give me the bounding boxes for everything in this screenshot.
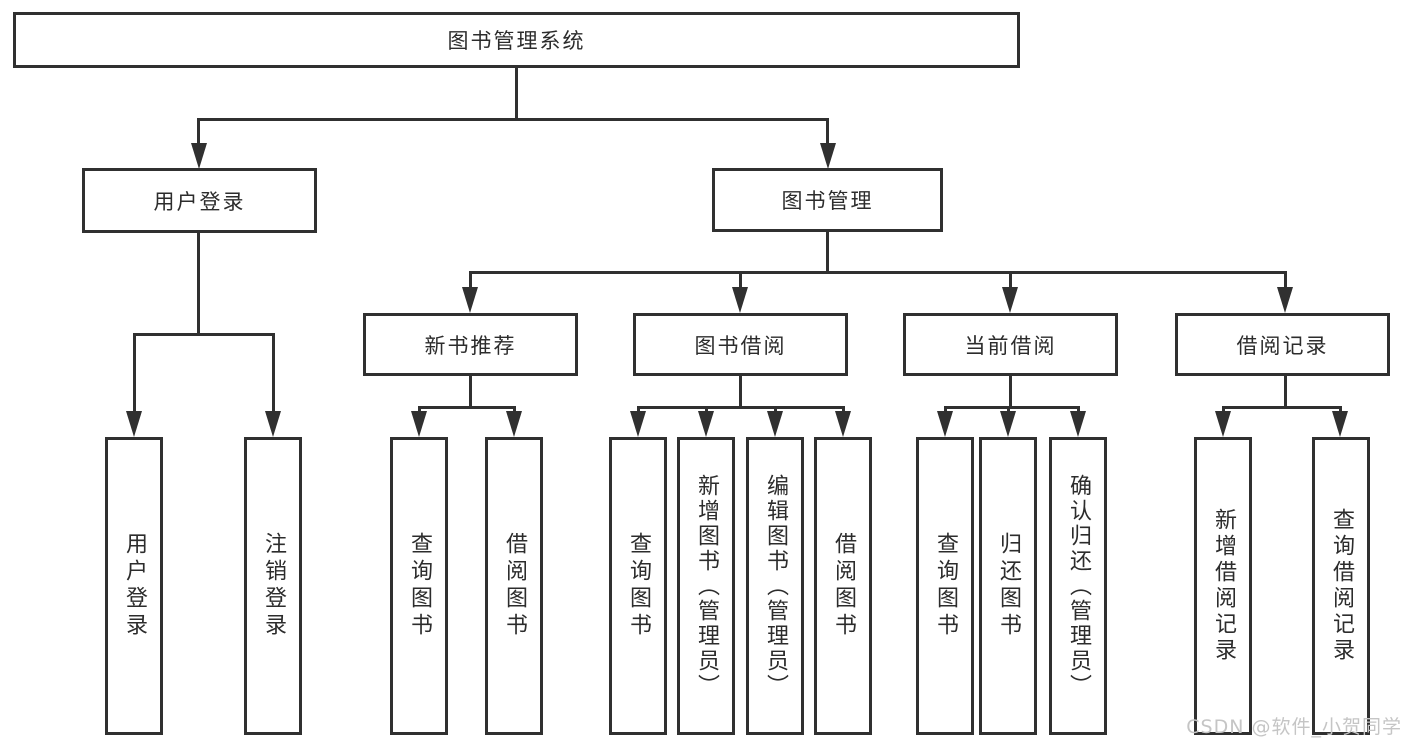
arrow-down-icon bbox=[630, 411, 646, 437]
connector-leaf-stub bbox=[272, 333, 275, 413]
connector-current-borrowing-down bbox=[1009, 376, 1012, 409]
leaf-confirm-return-admin: 确认归还（管理员） bbox=[1049, 437, 1107, 735]
arrow-down-icon bbox=[411, 411, 427, 437]
connector-level3-horizontal bbox=[469, 271, 1286, 274]
node-book-borrowing: 图书借阅 bbox=[633, 313, 848, 376]
leaf-borrow-books: 借阅图书 bbox=[485, 437, 543, 735]
arrow-down-icon bbox=[1277, 287, 1293, 313]
node-book-management: 图书管理 bbox=[712, 168, 943, 232]
connector-current-borrowing-leaves-horizontal bbox=[944, 406, 1079, 409]
connector-borrowing-records-down bbox=[1284, 376, 1287, 409]
arrow-down-icon bbox=[191, 143, 207, 169]
leaf-edit-books-admin: 编辑图书（管理员） bbox=[746, 437, 804, 735]
leaf-query-books: 查询图书 bbox=[916, 437, 974, 735]
leaf-query-books: 查询图书 bbox=[609, 437, 667, 735]
connector-leaf-stub bbox=[133, 333, 136, 413]
connector-borrowing-records-stub bbox=[1284, 271, 1287, 289]
leaf-query-books: 查询图书 bbox=[390, 437, 448, 735]
leaf-borrow-books: 借阅图书 bbox=[814, 437, 872, 735]
node-current-borrowing: 当前借阅 bbox=[903, 313, 1118, 376]
connector-book-management-down bbox=[826, 232, 829, 274]
leaf-user-login: 用户登录 bbox=[105, 437, 163, 735]
leaf-return-books: 归还图书 bbox=[979, 437, 1037, 735]
arrow-down-icon bbox=[698, 411, 714, 437]
connector-book-management-stub bbox=[826, 118, 829, 146]
connector-root-down bbox=[515, 68, 518, 121]
arrow-down-icon bbox=[1332, 411, 1348, 437]
arrow-down-icon bbox=[1215, 411, 1231, 437]
connector-new-book-leaves-horizontal bbox=[418, 406, 516, 409]
connector-user-login-stub bbox=[197, 118, 200, 146]
arrow-down-icon bbox=[126, 411, 142, 437]
leaf-logout: 注销登录 bbox=[244, 437, 302, 735]
arrow-down-icon bbox=[937, 411, 953, 437]
leaf-add-borrow-record: 新增借阅记录 bbox=[1194, 437, 1252, 735]
leaf-query-borrow-record: 查询借阅记录 bbox=[1312, 437, 1370, 735]
arrow-down-icon bbox=[1002, 287, 1018, 313]
node-user-login: 用户登录 bbox=[82, 168, 317, 233]
arrow-down-icon bbox=[1000, 411, 1016, 437]
arrow-down-icon bbox=[1070, 411, 1086, 437]
node-borrowing-records: 借阅记录 bbox=[1175, 313, 1390, 376]
connector-user-login-down bbox=[197, 233, 200, 336]
arrow-down-icon bbox=[265, 411, 281, 437]
connector-book-borrowing-down bbox=[739, 376, 742, 409]
arrow-down-icon bbox=[820, 143, 836, 169]
connector-book-borrowing-leaves-horizontal bbox=[637, 406, 845, 409]
arrow-down-icon bbox=[462, 287, 478, 313]
leaf-add-books-admin: 新增图书（管理员） bbox=[677, 437, 735, 735]
connector-level2-horizontal bbox=[197, 118, 829, 121]
csdn-watermark: CSDN @软件_小贺同学 bbox=[1186, 716, 1402, 738]
node-library-management-system: 图书管理系统 bbox=[13, 12, 1020, 68]
node-new-book-recommend: 新书推荐 bbox=[363, 313, 578, 376]
connector-user-login-leaves-horizontal bbox=[133, 333, 275, 336]
arrow-down-icon bbox=[506, 411, 522, 437]
arrow-down-icon bbox=[835, 411, 851, 437]
arrow-down-icon bbox=[767, 411, 783, 437]
arrow-down-icon bbox=[732, 287, 748, 313]
connector-new-book-down bbox=[469, 376, 472, 409]
connector-book-borrowing-stub bbox=[739, 271, 742, 289]
connector-new-book-stub bbox=[469, 271, 472, 289]
connector-current-borrowing-stub bbox=[1009, 271, 1012, 289]
connector-borrowing-records-leaves-horizontal bbox=[1222, 406, 1341, 409]
